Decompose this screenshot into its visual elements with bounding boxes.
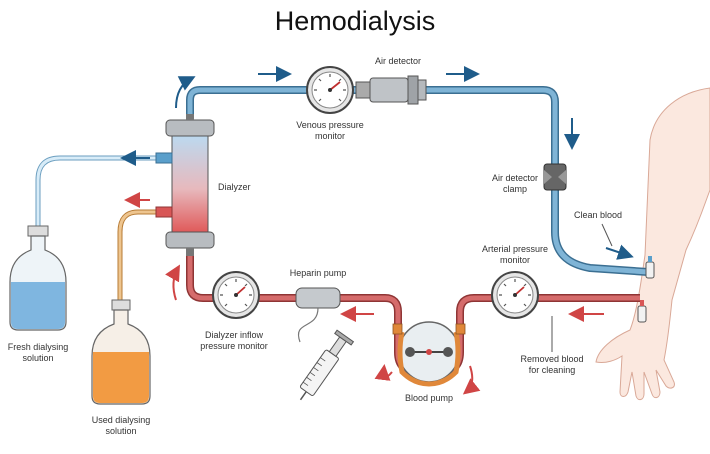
- air-clamp-label-1: Air detector: [492, 173, 538, 183]
- blood-pump: [392, 321, 466, 387]
- fresh-solution-tube: [35, 155, 160, 232]
- heparin-pump: [295, 287, 355, 401]
- blood-pump-label: Blood pump: [405, 393, 453, 403]
- fresh-solution-bottle: [9, 225, 67, 331]
- arterial-pressure-gauge: [491, 271, 539, 319]
- air-clamp-label-2: clamp: [503, 184, 527, 194]
- arterial-monitor-label-2: monitor: [500, 255, 530, 265]
- inflow-monitor-label-1: Dialyzer inflow: [205, 330, 264, 340]
- used-solution-label-2: solution: [105, 426, 136, 436]
- arterial-monitor-label-1: Arterial pressure: [482, 244, 548, 254]
- fresh-solution-label-1: Fresh dialysing: [8, 342, 69, 352]
- dialyzer-label: Dialyzer: [218, 182, 251, 192]
- air-detector-clamp: [543, 163, 567, 191]
- air-detector: [355, 75, 427, 105]
- air-detector-label: Air detector: [375, 56, 421, 66]
- clean-blood-label: Clean blood: [574, 210, 622, 220]
- venous-pressure-gauge: [306, 66, 354, 114]
- patient-arm: [595, 87, 710, 401]
- inflow-monitor-label-2: pressure monitor: [200, 341, 268, 351]
- used-solution-bottle: [91, 299, 151, 405]
- inflow-pressure-gauge: [212, 271, 260, 319]
- heparin-pump-label: Heparin pump: [290, 268, 347, 278]
- used-solution-tube: [117, 209, 160, 306]
- removed-blood-label-1: Removed blood: [520, 354, 583, 364]
- removed-flow-arrows: [124, 192, 604, 395]
- venous-monitor-label-1: Venous pressure: [296, 120, 364, 130]
- fresh-solution-label-2: solution: [22, 353, 53, 363]
- used-solution-label-1: Used dialysing: [92, 415, 151, 425]
- venous-monitor-label-2: monitor: [315, 131, 345, 141]
- clean-blood-tube: [186, 86, 649, 276]
- arm-catheters: [637, 256, 655, 323]
- dialyzer: [155, 114, 215, 256]
- page-title: Hemodialysis: [275, 6, 436, 36]
- removed-blood-label-2: for cleaning: [529, 365, 576, 375]
- clean-flow-arrows: [120, 66, 634, 260]
